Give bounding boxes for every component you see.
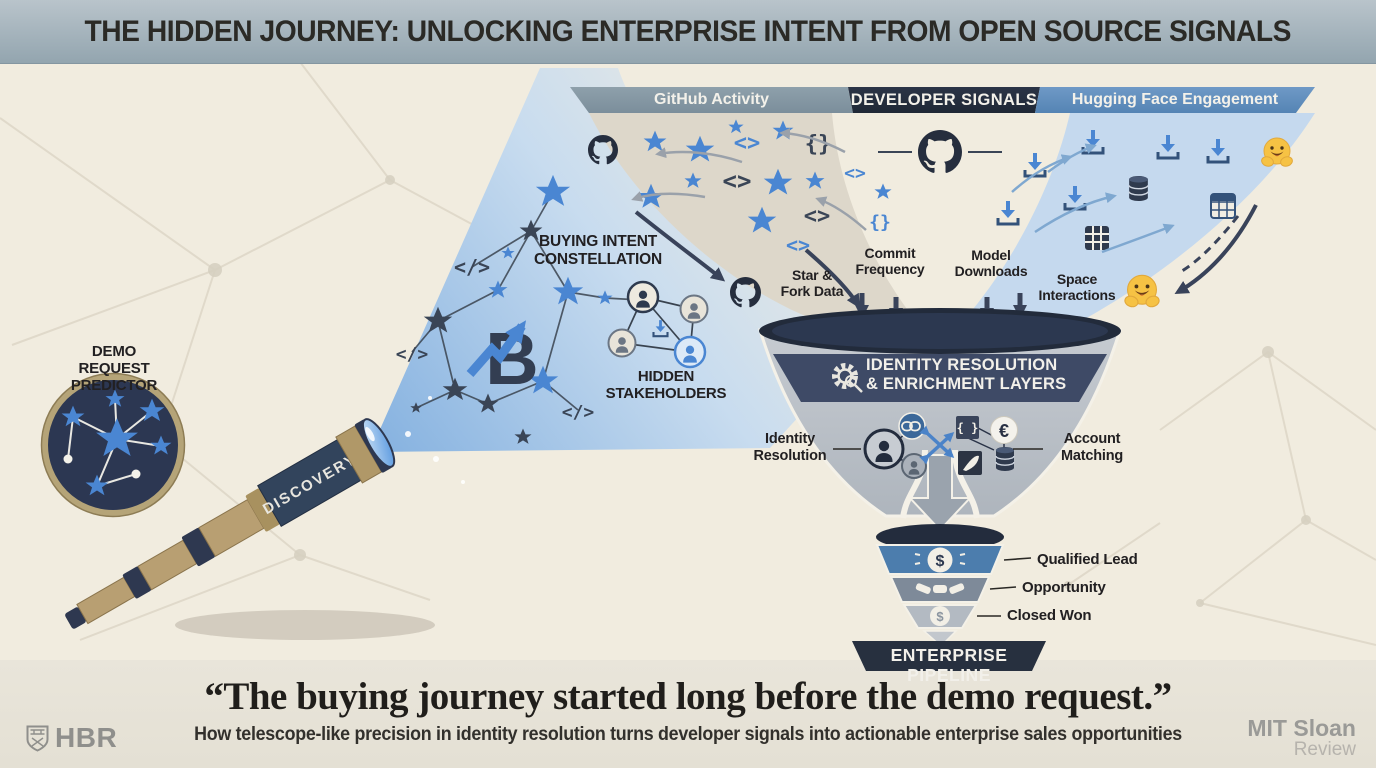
- hbr-shield-icon: [26, 725, 49, 752]
- segment-github-activity: GitHub Activity: [570, 87, 853, 113]
- link-badge-icon: [898, 412, 926, 440]
- code-bracket-icon: </> </> </>: [396, 255, 595, 423]
- svg-text:{ }: { }: [957, 421, 979, 435]
- star-fork-data-label: Star & Fork Data: [780, 267, 844, 299]
- stakeholder-avatar: [607, 280, 709, 369]
- huggingface-signal-stream: [962, 113, 1315, 328]
- huggingface-engagement-icons: [996, 128, 1295, 309]
- model-downloads-label: Model Downloads: [954, 247, 1028, 279]
- buying-intent-constellation: </> </> </> B: [396, 174, 641, 444]
- title-bar: THE HIDDEN JOURNEY: UNLOCKING ENTERPRISE…: [0, 0, 1376, 64]
- page-title: THE HIDDEN JOURNEY: UNLOCKING ENTERPRISE…: [84, 14, 1292, 48]
- segment-github-label: GitHub Activity: [654, 91, 769, 108]
- coin-icon: $: [914, 547, 966, 573]
- identity-resolution-callout: Identity Resolution: [753, 431, 827, 464]
- hbr-label: HBR: [55, 722, 118, 753]
- commit-frequency-label: Commit Frequency: [855, 245, 925, 277]
- svg-text:</>: </>: [396, 344, 429, 365]
- telescope-shadow: [175, 610, 435, 640]
- segment-huggingface-label: Hugging Face Engagement: [1071, 91, 1279, 108]
- svg-text:</>: </>: [454, 255, 490, 279]
- table-grid-icon: [1084, 225, 1110, 251]
- svg-text:<>: <>: [734, 131, 761, 156]
- currency-badge-icon: €: [990, 416, 1018, 444]
- svg-text:$: $: [936, 609, 944, 624]
- demo-request-predictor-label: DEMO REQUEST PREDICTOR: [70, 343, 158, 395]
- table-grid-icon: [1210, 193, 1236, 219]
- svg-text:<>: <>: [786, 233, 810, 257]
- svg-text:</>: </>: [562, 402, 595, 423]
- footer-band: [0, 660, 1376, 768]
- segment-huggingface-engagement: Hugging Face Engagement: [1035, 87, 1315, 113]
- svg-text:$: $: [936, 553, 945, 570]
- hidden-stakeholders-network: [607, 280, 709, 369]
- svg-text:<>: <>: [844, 163, 866, 184]
- demo-predictor-lens: [40, 372, 186, 518]
- account-matching-callout: Account Matching: [1060, 431, 1124, 464]
- signal-flow-arrows: [631, 127, 867, 309]
- enterprise-pipeline-banner: [852, 641, 1046, 671]
- identity-resolution-header: IDENTITY RESOLUTION & ENRICHMENT LAYERS: [866, 356, 1067, 393]
- hidden-stakeholders-label: HIDDEN STAKEHOLDERS: [605, 368, 727, 403]
- gear-search-icon: [832, 363, 863, 393]
- download-icon: [1023, 151, 1047, 178]
- svg-text:€: €: [999, 421, 1009, 441]
- svg-text:{}: {}: [869, 212, 891, 233]
- hbr-brand: HBR: [26, 722, 117, 754]
- code-bracket-icon: <> {} <> <> <> {} <>: [723, 131, 891, 257]
- review-label: Review: [1293, 739, 1356, 761]
- mit-sloan-brand: MIT Sloan Review: [1247, 716, 1356, 760]
- github-activity-icons: <> {} <> <> <> {} <>: [588, 119, 1002, 309]
- svg-text:<>: <>: [723, 167, 752, 195]
- stage-opportunity-label: Opportunity: [1022, 579, 1106, 596]
- handshake-icon: [915, 583, 965, 594]
- svg-text:<>: <>: [804, 204, 831, 229]
- download-icon: [996, 199, 1020, 226]
- braces-tile-icon: { }: [956, 416, 979, 439]
- subtitle: How telescope-like precision in identity…: [194, 724, 1182, 745]
- feather-tile-icon: [958, 451, 982, 475]
- segment-developer-label: DEVELOPER SIGNALS: [850, 90, 1038, 109]
- stage-closed-won-label: Closed Won: [1007, 607, 1092, 624]
- segment-developer-signals: DEVELOPER SIGNALS: [848, 87, 1040, 113]
- pull-quote: “The buying journey started long before …: [204, 675, 1172, 718]
- database-icon: [995, 446, 1015, 472]
- svg-text:B: B: [485, 317, 538, 400]
- database-icon: [1128, 175, 1149, 202]
- github-octocat-icon: [878, 130, 1002, 173]
- crossed-arrows-icon: [919, 425, 955, 465]
- signal-flow-arrows: [1011, 143, 1258, 294]
- mit-sloan-label: MIT Sloan: [1247, 715, 1356, 741]
- identity-funnel: { } € $: [757, 308, 1123, 671]
- space-interactions-label: Space Interactions: [1038, 271, 1116, 303]
- stage-qualified-lead-label: Qualified Lead: [1037, 551, 1138, 568]
- identity-icons: { } €: [863, 412, 1018, 479]
- buying-intent-constellation-label: BUYING INTENT CONSTELLATION: [534, 233, 662, 268]
- enterprise-pipeline-label: ENTERPRISE PIPELINE: [890, 645, 1008, 685]
- coin-icon: $: [930, 606, 950, 626]
- b-trend-logo: B: [466, 317, 539, 400]
